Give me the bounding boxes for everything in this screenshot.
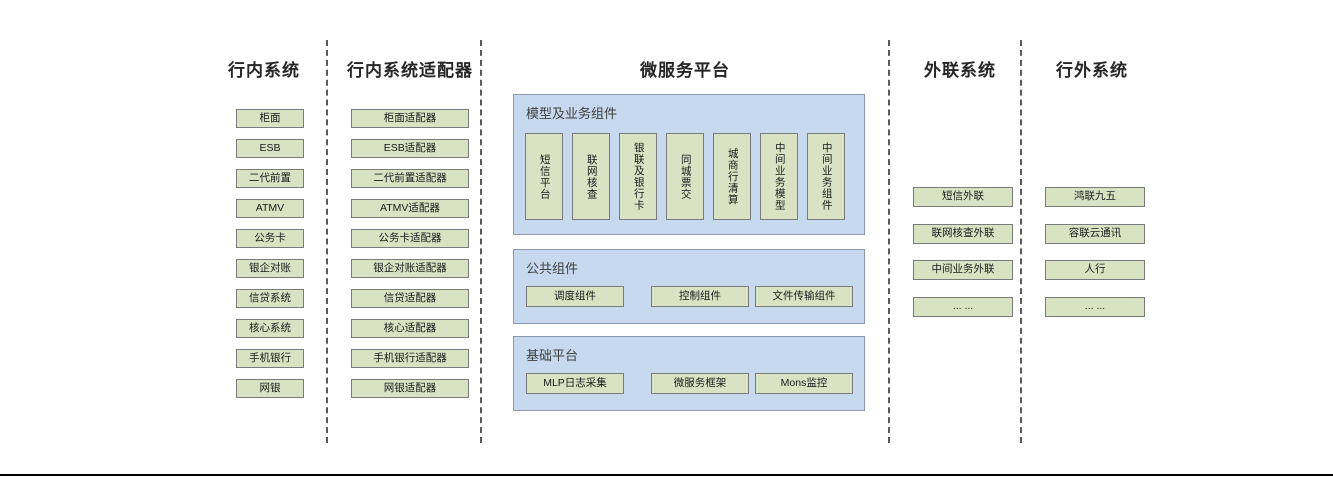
panel-label-base-platform: 基础平台: [526, 348, 579, 363]
node-outbank-1[interactable]: 容联云通讯: [1045, 224, 1145, 244]
node-inbank-6[interactable]: 信贷系统: [236, 289, 304, 308]
node-inbank-adapter-3[interactable]: ATMV适配器: [351, 199, 469, 218]
bottom-rule: [0, 474, 1333, 476]
panel-label-model-business: 模型及业务组件: [526, 106, 618, 121]
node-inbank-adapter-9[interactable]: 网银适配器: [351, 379, 469, 398]
column-title-inbank-adapter: 行内系统适配器: [347, 61, 473, 80]
node-inbank-adapter-7[interactable]: 核心适配器: [351, 319, 469, 338]
node-inbank-1[interactable]: ESB: [236, 139, 304, 158]
node-inbank-adapter-4[interactable]: 公务卡适配器: [351, 229, 469, 248]
panel-label-public-components: 公共组件: [526, 261, 579, 276]
node-inbank-2[interactable]: 二代前置: [236, 169, 304, 188]
column-title-outbank: 行外系统: [1056, 61, 1128, 80]
node-model-business-2[interactable]: 银联及银行卡: [619, 133, 657, 220]
node-inbank-adapter-2[interactable]: 二代前置适配器: [351, 169, 469, 188]
column-title-external-link: 外联系统: [924, 61, 996, 80]
column-divider-1: [326, 40, 328, 443]
node-inbank-4[interactable]: 公务卡: [236, 229, 304, 248]
node-external-link-0[interactable]: 短信外联: [913, 187, 1013, 207]
node-base-platform-0[interactable]: MLP日志采集: [526, 373, 624, 394]
column-divider-2: [480, 40, 482, 443]
node-outbank-0[interactable]: 鸿联九五: [1045, 187, 1145, 207]
node-inbank-adapter-6[interactable]: 信贷适配器: [351, 289, 469, 308]
column-divider-4: [1020, 40, 1022, 443]
node-outbank-3[interactable]: ... ...: [1045, 297, 1145, 317]
node-inbank-7[interactable]: 核心系统: [236, 319, 304, 338]
node-base-platform-2[interactable]: Mons监控: [755, 373, 853, 394]
node-outbank-2[interactable]: 人行: [1045, 260, 1145, 280]
node-inbank-3[interactable]: ATMV: [236, 199, 304, 218]
node-inbank-0[interactable]: 柜面: [236, 109, 304, 128]
node-inbank-adapter-1[interactable]: ESB适配器: [351, 139, 469, 158]
node-inbank-adapter-0[interactable]: 柜面适配器: [351, 109, 469, 128]
node-base-platform-1[interactable]: 微服务框架: [651, 373, 749, 394]
node-inbank-adapter-5[interactable]: 银企对账适配器: [351, 259, 469, 278]
node-model-business-3[interactable]: 同城票交: [666, 133, 704, 220]
node-inbank-5[interactable]: 银企对账: [236, 259, 304, 278]
column-title-microservice: 微服务平台: [640, 61, 730, 80]
column-title-inbank: 行内系统: [228, 61, 300, 80]
node-inbank-9[interactable]: 网银: [236, 379, 304, 398]
node-model-business-6[interactable]: 中间业务组件: [807, 133, 845, 220]
node-model-business-1[interactable]: 联网核查: [572, 133, 610, 220]
node-public-components-2[interactable]: 文件传输组件: [755, 286, 853, 307]
node-external-link-2[interactable]: 中间业务外联: [913, 260, 1013, 280]
node-public-components-1[interactable]: 控制组件: [651, 286, 749, 307]
node-model-business-4[interactable]: 城商行清算: [713, 133, 751, 220]
column-divider-3: [888, 40, 890, 443]
node-model-business-5[interactable]: 中间业务模型: [760, 133, 798, 220]
node-inbank-adapter-8[interactable]: 手机银行适配器: [351, 349, 469, 368]
node-external-link-1[interactable]: 联网核查外联: [913, 224, 1013, 244]
node-public-components-0[interactable]: 调度组件: [526, 286, 624, 307]
node-model-business-0[interactable]: 短信平台: [525, 133, 563, 220]
node-external-link-3[interactable]: ... ...: [913, 297, 1013, 317]
node-inbank-8[interactable]: 手机银行: [236, 349, 304, 368]
